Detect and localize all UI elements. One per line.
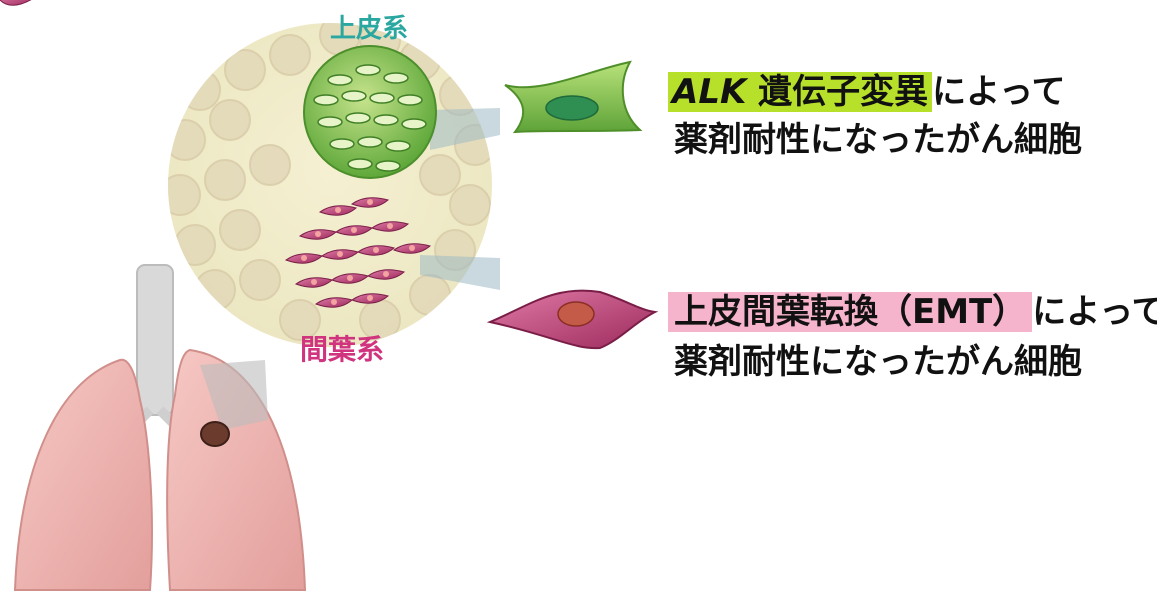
caption-2-line-2: 薬剤耐性になったがん細胞 <box>674 340 1082 384</box>
caption-2-tail: によって <box>1032 292 1157 332</box>
gene-name: ALK <box>672 72 746 112</box>
caption-2-line-1: 上皮間葉転換（EMT）によって <box>668 290 1157 334</box>
epithelial-label: 上皮系 <box>330 8 408 45</box>
gene-mutation: 遺伝子変異 <box>746 72 928 112</box>
highlight-alk: ALK 遺伝子変異 <box>668 72 932 112</box>
caption-1-line-2: 薬剤耐性になったがん細胞 <box>674 118 1082 162</box>
caption-1-tail: によって <box>932 72 1065 112</box>
highlight-emt: 上皮間葉転換（EMT） <box>668 292 1032 332</box>
caption-1-line-1: ALK 遺伝子変異によって <box>668 70 1065 114</box>
tumor-icon <box>201 422 229 446</box>
epithelial-tissue <box>304 46 436 178</box>
epithelial-cancer-cell <box>505 62 640 132</box>
mesenchymal-cancer-cell <box>490 291 655 349</box>
mesenchymal-label: 間葉系 <box>300 328 384 368</box>
